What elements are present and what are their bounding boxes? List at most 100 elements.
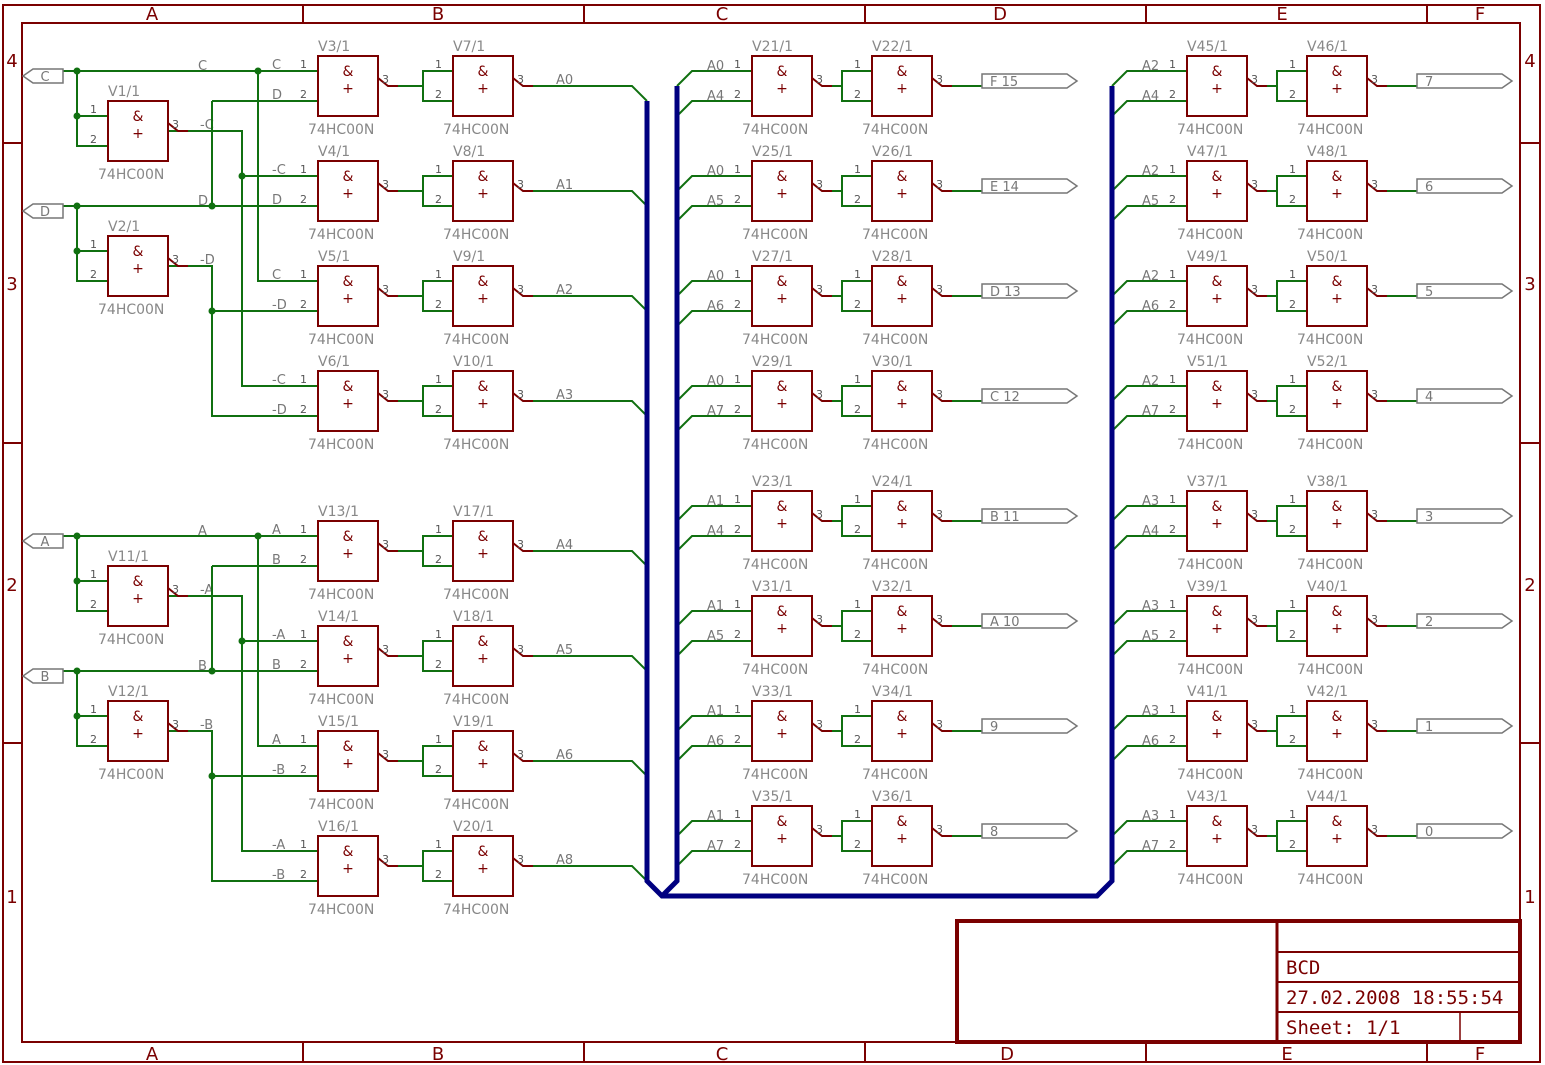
gate-name: V6/1 bbox=[318, 354, 350, 370]
wire bbox=[832, 70, 872, 87]
gate-part-type: 74HC00N bbox=[742, 227, 808, 243]
gate-body bbox=[1306, 700, 1368, 762]
output-port: 2 bbox=[1416, 613, 1514, 630]
gate-body bbox=[1306, 55, 1368, 117]
gate-output-stub bbox=[1366, 392, 1387, 402]
gate-output-stub bbox=[931, 392, 952, 402]
wire bbox=[398, 280, 453, 297]
gate-and-symbol: & bbox=[478, 844, 489, 860]
gate-and-symbol: & bbox=[777, 379, 788, 395]
gate-name: V13/1 bbox=[318, 504, 359, 520]
gate-plus-symbol: + bbox=[1211, 396, 1223, 412]
pin-1-label: 1 bbox=[1169, 373, 1176, 386]
pin-1-label: 1 bbox=[435, 268, 442, 281]
decode-output-label: A4 bbox=[556, 538, 573, 553]
gate-part-type: 74HC00N bbox=[443, 797, 509, 813]
gate-plus-symbol: + bbox=[776, 291, 788, 307]
gate-and-symbol: & bbox=[343, 739, 354, 755]
gate-part-type: 74HC00N bbox=[443, 692, 509, 708]
gate-output-stub bbox=[1366, 182, 1387, 192]
column-label-bottom: F bbox=[1475, 1044, 1485, 1065]
pin-1-label: 1 bbox=[854, 703, 861, 716]
pin-1-label: 1 bbox=[435, 733, 442, 746]
gate-name: V42/1 bbox=[1307, 684, 1348, 700]
inverter-output-label: -D bbox=[200, 253, 215, 268]
gate-name: V49/1 bbox=[1187, 249, 1228, 265]
pin-2-label: 2 bbox=[854, 298, 861, 311]
gate-body bbox=[1186, 700, 1248, 762]
pin-1-label: 1 bbox=[90, 568, 97, 581]
pin-2-label: 2 bbox=[854, 838, 861, 851]
gate-part-type: 74HC00N bbox=[308, 332, 374, 348]
wire bbox=[533, 400, 648, 417]
gate-output-stub bbox=[1246, 722, 1267, 732]
gate-plus-symbol: + bbox=[477, 186, 489, 202]
gate-part-type: 74HC00N bbox=[1297, 872, 1363, 888]
wire bbox=[1276, 86, 1307, 102]
gate-plus-symbol: + bbox=[477, 861, 489, 877]
gate-plus-symbol: + bbox=[896, 186, 908, 202]
pin-1-label: 1 bbox=[1289, 373, 1296, 386]
pin-3-label: 3 bbox=[382, 283, 389, 296]
pin-2-label: 2 bbox=[90, 133, 97, 146]
pin-1-label: 1 bbox=[300, 523, 307, 536]
gate-output-stub bbox=[1246, 287, 1267, 297]
pin-3-label: 3 bbox=[816, 613, 823, 626]
pin-3-label: 3 bbox=[517, 748, 524, 761]
bus-input-2-label: A6 bbox=[707, 734, 724, 749]
net-label: C bbox=[198, 59, 207, 74]
pin-3-label: 3 bbox=[816, 718, 823, 731]
gate-and-symbol: & bbox=[343, 529, 354, 545]
gate-and-symbol: & bbox=[478, 529, 489, 545]
gate-and-symbol: & bbox=[1212, 499, 1223, 515]
gate-part-type: 74HC00N bbox=[742, 557, 808, 573]
pin-1-label: 1 bbox=[300, 628, 307, 641]
wire bbox=[841, 401, 872, 417]
output-port-label: 4 bbox=[1425, 390, 1433, 405]
output-port-label: B 11 bbox=[990, 510, 1020, 525]
gate-plus-symbol: + bbox=[132, 591, 144, 607]
gate-part-type: 74HC00N bbox=[1297, 557, 1363, 573]
pin-1-label: 1 bbox=[734, 163, 741, 176]
pin-2-label: 2 bbox=[1169, 403, 1176, 416]
gate-plus-symbol: + bbox=[1211, 291, 1223, 307]
gate-plus-symbol: + bbox=[1331, 396, 1343, 412]
gate-name: V17/1 bbox=[453, 504, 494, 520]
bus-input-1-label: A0 bbox=[707, 374, 724, 389]
wire bbox=[832, 175, 872, 192]
title-block-date: 27.02.2008 18:55:54 bbox=[1286, 987, 1503, 1009]
gate-part-type: 74HC00N bbox=[443, 902, 509, 918]
gate-output-stub bbox=[1366, 722, 1387, 732]
pin-1-label: 1 bbox=[90, 103, 97, 116]
gate-and-symbol: & bbox=[478, 169, 489, 185]
gate-body bbox=[871, 265, 933, 327]
output-port: A 10 bbox=[981, 613, 1079, 630]
address-bus-branch bbox=[660, 86, 680, 898]
bus-input-2-label: A7 bbox=[707, 839, 724, 854]
wire bbox=[533, 295, 648, 312]
gate-name: V21/1 bbox=[752, 39, 793, 55]
pin-2-label: 2 bbox=[734, 298, 741, 311]
gate-name: V15/1 bbox=[318, 714, 359, 730]
gate-body bbox=[1186, 805, 1248, 867]
pin-2-label: 2 bbox=[300, 403, 307, 416]
gate-name: V48/1 bbox=[1307, 144, 1348, 160]
pin-3-label: 3 bbox=[936, 508, 943, 521]
gate-output-stub bbox=[167, 587, 188, 597]
pin-2-label: 2 bbox=[300, 763, 307, 776]
bus-input-1-label: A1 bbox=[707, 494, 724, 509]
gate-part-type: 74HC00N bbox=[862, 767, 928, 783]
gate-and-symbol: & bbox=[1212, 379, 1223, 395]
pin-2-label: 2 bbox=[435, 298, 442, 311]
decode-output-label: A0 bbox=[556, 73, 573, 88]
gate-output-stub bbox=[811, 182, 832, 192]
gate-output-stub bbox=[512, 392, 533, 402]
pin-1-label: 1 bbox=[734, 373, 741, 386]
gate-and-symbol: & bbox=[1332, 379, 1343, 395]
gate-body bbox=[871, 490, 933, 552]
